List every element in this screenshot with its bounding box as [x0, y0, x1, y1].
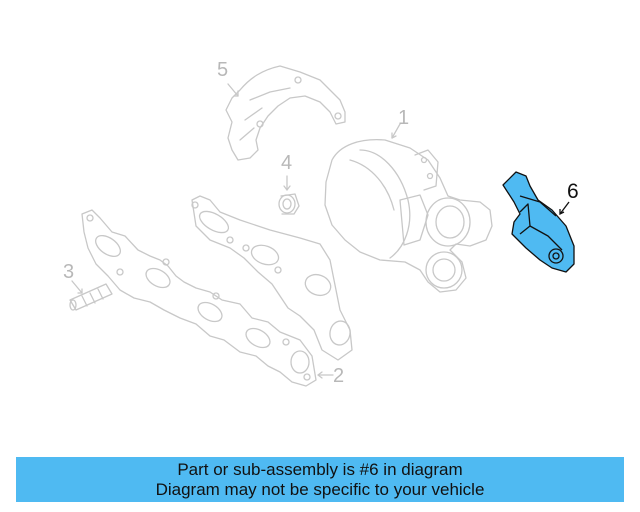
exhaust-manifold-drawing — [191, 195, 353, 361]
callout-label-6: 6 — [567, 180, 579, 203]
callout-5-arrow — [227, 83, 239, 97]
callout-label-2: 2 — [333, 365, 345, 387]
banner-disclaimer-line: Diagram may not be specific to your vehi… — [155, 479, 485, 499]
stud-drawing — [69, 283, 113, 311]
bracket-drawing — [502, 171, 575, 273]
callout-1-arrow — [391, 123, 401, 139]
callout-6-arrow — [559, 201, 570, 215]
heat-shield-drawing — [225, 65, 346, 161]
parts-diagram: 5 1 4 3 2 6 — [63, 59, 579, 387]
callout-label-4: 4 — [281, 152, 293, 174]
info-banner: Part or sub-assembly is #6 in diagram Di… — [16, 457, 624, 502]
callout-label-1: 1 — [398, 107, 410, 129]
nut-drawing — [278, 193, 300, 215]
callout-label-5: 5 — [217, 59, 229, 81]
exploded-view-illustration — [69, 65, 575, 387]
turbocharger-drawing — [324, 139, 493, 293]
banner-part-line: Part or sub-assembly is #6 in diagram — [177, 459, 463, 479]
callout-label-3: 3 — [63, 261, 75, 283]
gasket-drawing — [81, 209, 317, 387]
callout-3-arrow — [71, 280, 83, 294]
